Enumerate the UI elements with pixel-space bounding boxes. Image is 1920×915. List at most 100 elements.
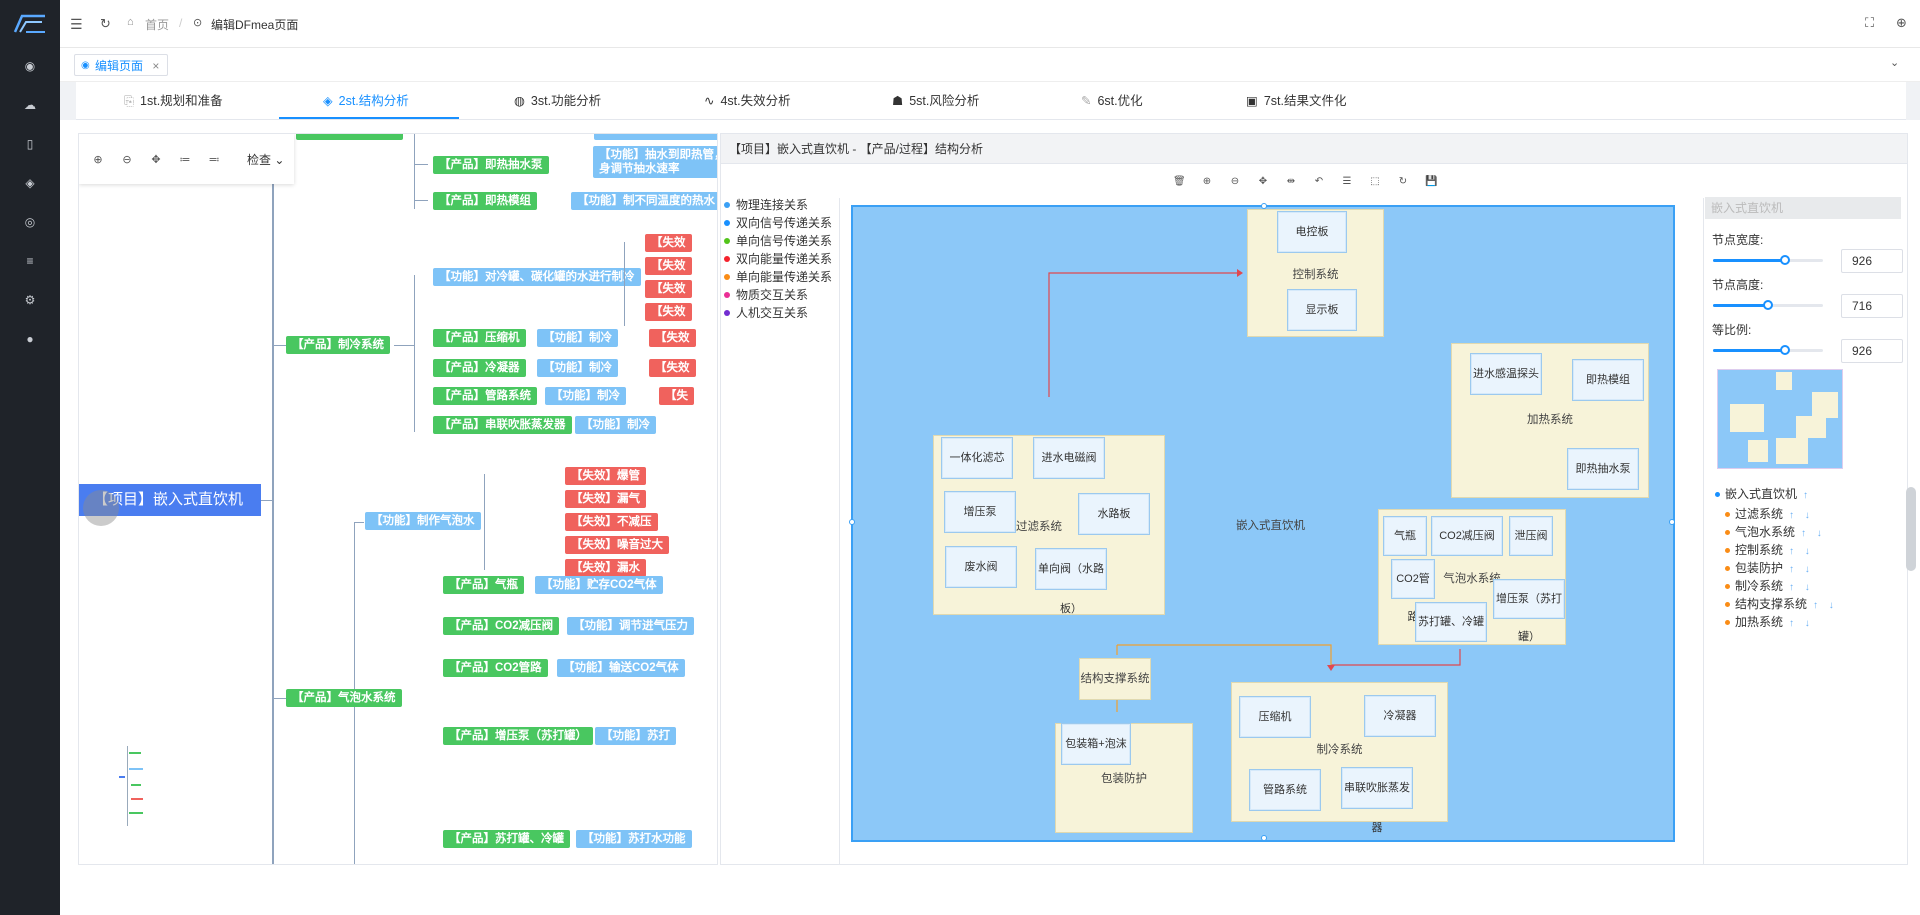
component-waste-valve[interactable]: 废水阀: [945, 546, 1017, 588]
zoom-in-icon[interactable]: ⊕: [1202, 176, 1212, 187]
mindmap-node[interactable]: 【产品】压缩机: [433, 329, 526, 347]
mindmap-node[interactable]: 【功能】输送CO2气体: [557, 659, 685, 677]
collapse-icon[interactable]: ≕: [208, 154, 220, 166]
mindmap-node[interactable]: 【失效】爆管: [565, 467, 646, 485]
tabs-dropdown-icon[interactable]: ⌄: [1890, 57, 1900, 69]
component-electric-board[interactable]: 电控板: [1277, 211, 1347, 253]
component-soda-pump[interactable]: 增压泵（苏打罐）: [1493, 579, 1565, 643]
tab-edit-page[interactable]: ◉ 编辑页面 ×: [74, 54, 169, 76]
structure-diagram-canvas[interactable]: 嵌入式直饮机 控制系统 电控板 显示板 加热系统 进水感温探头 即热模组 即热抽…: [849, 203, 1675, 842]
target-icon[interactable]: ◎: [24, 215, 36, 229]
scale-input[interactable]: 926: [1841, 339, 1903, 363]
menu-fold-icon[interactable]: ☰: [70, 16, 83, 32]
fit-view-icon[interactable]: ✥: [151, 154, 161, 166]
component-packaging-box[interactable]: 包装箱+泡沫: [1061, 723, 1131, 765]
tree-item[interactable]: 结构支撑系统↑ ↓: [1725, 595, 1838, 613]
tree-item[interactable]: 气泡水系统↑ ↓: [1725, 523, 1826, 541]
legend-item[interactable]: 物理连接关系: [724, 196, 832, 214]
fit-icon[interactable]: ✥: [1258, 176, 1268, 187]
component-inlet-valve[interactable]: 进水电磁阀: [1033, 437, 1105, 479]
zoom-in-icon[interactable]: ⊕: [93, 154, 103, 166]
component-gas-cylinder[interactable]: 气瓶: [1383, 516, 1427, 556]
tab-step-4[interactable]: ∿4st.失效分析: [704, 94, 791, 108]
component-heating-pump[interactable]: 即热抽水泵: [1567, 448, 1639, 490]
mindmap-node[interactable]: 【失效: [649, 329, 696, 347]
mindmap-node[interactable]: 【产品】冷凝器: [433, 359, 526, 377]
mindmap-node[interactable]: 【产品】CO2减压阀: [443, 617, 560, 635]
mindmap-node[interactable]: 【功能】苏打水功能: [576, 830, 692, 848]
page-scrollbar[interactable]: [1906, 487, 1916, 571]
component-temp-probe[interactable]: 进水感温探头: [1470, 353, 1542, 395]
globe-icon[interactable]: ⊕: [1896, 15, 1907, 30]
mindmap-root-node[interactable]: 【项目】嵌入式直饮机: [79, 484, 261, 516]
expand-icon[interactable]: ≔: [179, 154, 191, 166]
system-box-structure-support[interactable]: 结构支撑系统: [1079, 658, 1151, 700]
mindmap-node[interactable]: 【功能】抽水到即热管， 身调节抽水速率: [593, 146, 717, 178]
scale-slider[interactable]: [1713, 345, 1823, 355]
mindmap-node[interactable]: 【产品】气瓶: [443, 576, 524, 594]
dashboard-icon[interactable]: ◉: [24, 59, 36, 73]
refresh-icon[interactable]: ↻: [100, 16, 111, 31]
resize-handle[interactable]: [1669, 519, 1675, 525]
undo-icon[interactable]: ↶: [1314, 176, 1324, 187]
mindmap-node-bubble-water[interactable]: 【产品】气泡水系统: [286, 689, 402, 707]
resize-handle[interactable]: [1261, 835, 1267, 841]
mindmap-node[interactable]: 【功能】制冷: [537, 359, 618, 377]
mindmap-node[interactable]: 【功能】制冷: [545, 387, 626, 405]
mindmap-node-partial[interactable]: [296, 134, 403, 140]
tab-close-icon[interactable]: ×: [152, 59, 160, 73]
component-co2-pipe[interactable]: CO2管路: [1391, 559, 1435, 623]
select-icon[interactable]: ⬚: [1370, 176, 1380, 187]
mindmap-node[interactable]: 【失效】不减压: [565, 513, 658, 531]
mindmap-node[interactable]: 【功能】制不同温度的热水: [571, 192, 717, 210]
node-width-input[interactable]: 926: [1841, 249, 1903, 273]
mindmap-node[interactable]: 【失效: [645, 280, 692, 298]
component-co2-reducer[interactable]: CO2减压阀: [1431, 516, 1503, 556]
tree-item[interactable]: 控制系统↑ ↓: [1725, 541, 1814, 559]
legend-item[interactable]: 单向能量传递关系: [724, 268, 832, 286]
check-dropdown[interactable]: 检查 ⌄: [247, 153, 285, 167]
component-heating-module[interactable]: 即热模组: [1572, 359, 1644, 401]
component-condenser[interactable]: 冷凝器: [1364, 695, 1436, 737]
mindmap-panel[interactable]: ⊕ ⊖ ✥ ≔ ≕ 检查 ⌄ 【项目】嵌入式直饮机 【产品】即热抽水泵 【功能】…: [78, 133, 718, 865]
zoom-out-icon[interactable]: ⊖: [1230, 176, 1240, 187]
mindmap-node[interactable]: 【产品】串联吹胀蒸发器: [433, 416, 572, 434]
redo-icon[interactable]: ↻: [1398, 176, 1408, 187]
save-icon[interactable]: 💾: [1425, 176, 1438, 187]
node-height-slider[interactable]: [1713, 300, 1823, 310]
tree-item[interactable]: 加热系统↑ ↓: [1725, 613, 1814, 631]
mindmap-node-partial[interactable]: [594, 134, 717, 140]
mindmap-node[interactable]: 【功能】贮存CO2气体: [535, 576, 663, 594]
mindmap-node[interactable]: 【功能】制作气泡水: [365, 512, 481, 530]
mindmap-node[interactable]: 【产品】苏打罐、冷罐: [443, 830, 570, 848]
mindmap-node[interactable]: 【失效: [645, 303, 692, 321]
mindmap-node[interactable]: 【产品】管路系统: [433, 387, 537, 405]
mindmap-node[interactable]: 【产品】CO2管路: [443, 659, 548, 677]
app-logo[interactable]: [12, 10, 48, 36]
tree-item[interactable]: 过滤系统↑ ↓: [1725, 505, 1814, 523]
mindmap-node[interactable]: 【失效】漏水: [565, 559, 646, 577]
tree-item-root[interactable]: 嵌入式直饮机↑: [1715, 485, 1812, 503]
slider-handle[interactable]: [1779, 345, 1790, 355]
tree-item[interactable]: 制冷系统↑ ↓: [1725, 577, 1814, 595]
tab-step-5[interactable]: ☗5st.风险分析: [892, 94, 980, 108]
component-water-board[interactable]: 水路板: [1078, 493, 1150, 535]
tab-step-7[interactable]: ▣7st.结果文件化: [1246, 94, 1347, 108]
mindmap-node[interactable]: 【产品】即热抽水泵: [433, 156, 549, 174]
slider-handle[interactable]: [1763, 300, 1773, 310]
mindmap-node[interactable]: 【功能】制冷: [575, 416, 656, 434]
delete-icon[interactable]: 🗑: [1173, 176, 1186, 187]
breadcrumb-home[interactable]: 首页: [145, 18, 170, 32]
slider-handle[interactable]: [1779, 255, 1790, 265]
tree-item[interactable]: 包装防护↑ ↓: [1725, 559, 1814, 577]
book-icon[interactable]: ▯: [26, 137, 34, 151]
node-height-input[interactable]: 716: [1841, 294, 1903, 318]
circle-icon[interactable]: ●: [26, 332, 34, 346]
mindmap-node[interactable]: 【失效】漏气: [565, 490, 646, 508]
tab-step-2[interactable]: ◈2st.结构分析: [323, 94, 409, 108]
legend-item[interactable]: 物质交互关系: [724, 286, 832, 304]
legend-item[interactable]: 人机交互关系: [724, 304, 832, 322]
component-display-board[interactable]: 显示板: [1287, 289, 1357, 331]
sliders-icon[interactable]: ≡: [26, 254, 34, 268]
collapse-handle[interactable]: [83, 490, 119, 526]
